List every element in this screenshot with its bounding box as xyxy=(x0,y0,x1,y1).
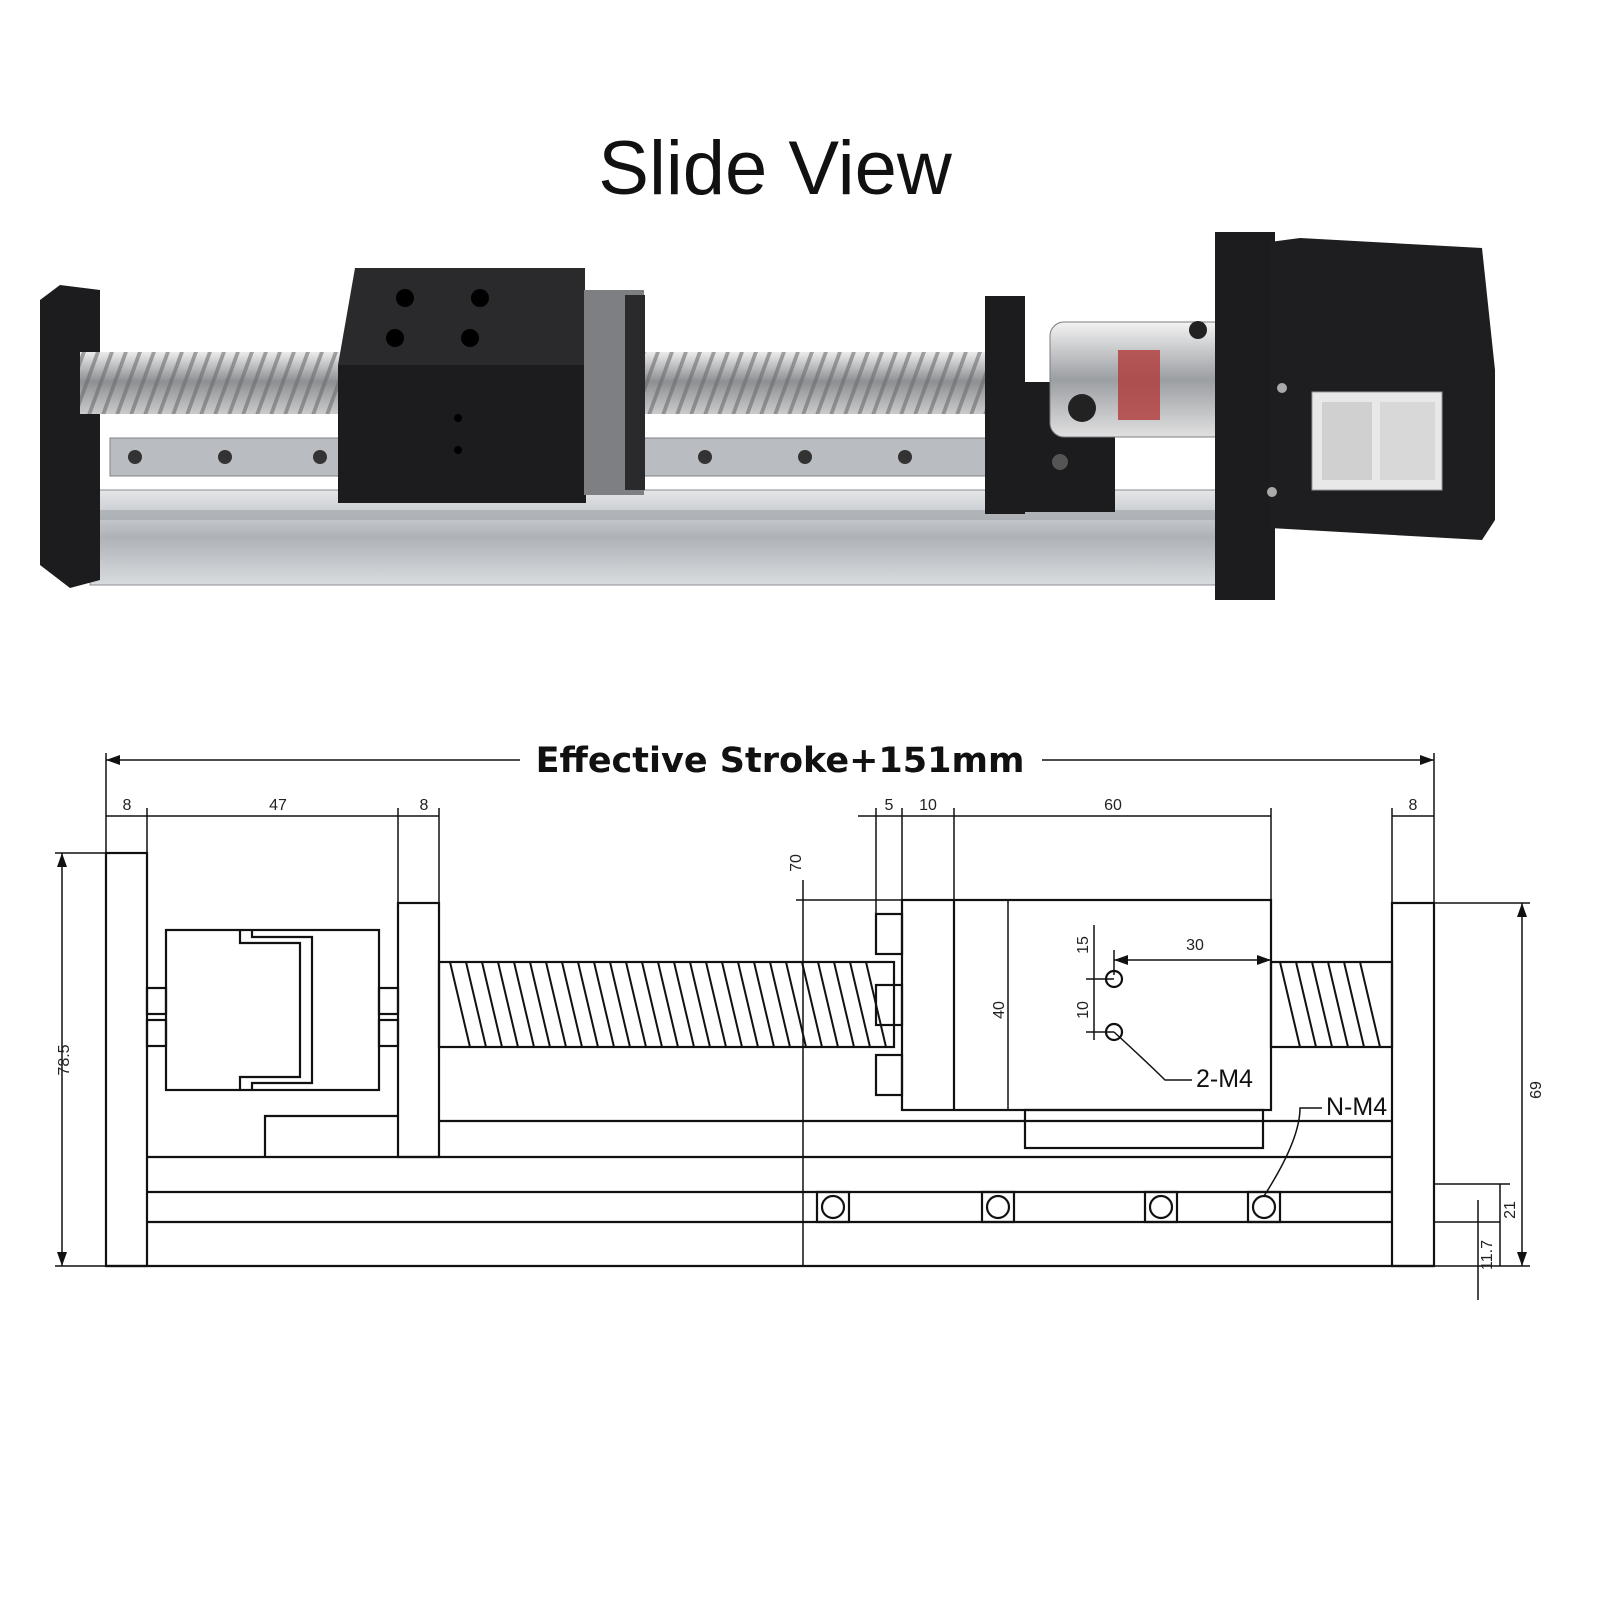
product-photo xyxy=(40,232,1495,600)
photo-carriage xyxy=(338,365,586,503)
dim-gap-10: 10 xyxy=(919,797,937,814)
dim-rail-11-7: 11.7 xyxy=(1479,1240,1496,1270)
dim-carriage-40: 40 xyxy=(991,1001,1008,1019)
dim-right-end: 8 xyxy=(1409,797,1418,814)
ball-screw xyxy=(437,960,896,1049)
dim-rail-21: 21 xyxy=(1502,1201,1519,1219)
left-end-plate xyxy=(104,851,149,1268)
dim-left-end: 8 xyxy=(123,797,132,814)
motor-mount-plate xyxy=(396,901,441,1159)
dim-height-69: 69 xyxy=(1528,1081,1545,1099)
dim-carriage-length: 60 xyxy=(1104,797,1122,814)
dim-hole-10: 10 xyxy=(1075,1001,1092,1019)
motor-body xyxy=(164,928,381,1092)
right-end-plate xyxy=(1390,901,1436,1268)
dim-height-70: 70 xyxy=(788,854,805,872)
dim-gap-5: 5 xyxy=(885,797,894,814)
dim-hole-30: 30 xyxy=(1186,937,1204,954)
stroke-label: Effective Stroke+151mm xyxy=(536,741,1025,781)
dim-mount-plate: 8 xyxy=(420,797,429,814)
label-base-holes: N-M4 xyxy=(1326,1093,1387,1121)
photo-motor-flange xyxy=(1215,232,1275,600)
dim-motor-mount: 47 xyxy=(269,797,287,814)
photo-bearing-block xyxy=(985,296,1025,514)
dim-height-78-5: 78.5 xyxy=(56,1044,73,1075)
dim-hole-15: 15 xyxy=(1075,936,1092,954)
label-carriage-holes: 2-M4 xyxy=(1196,1065,1253,1093)
page-title: Slide View xyxy=(598,126,952,211)
